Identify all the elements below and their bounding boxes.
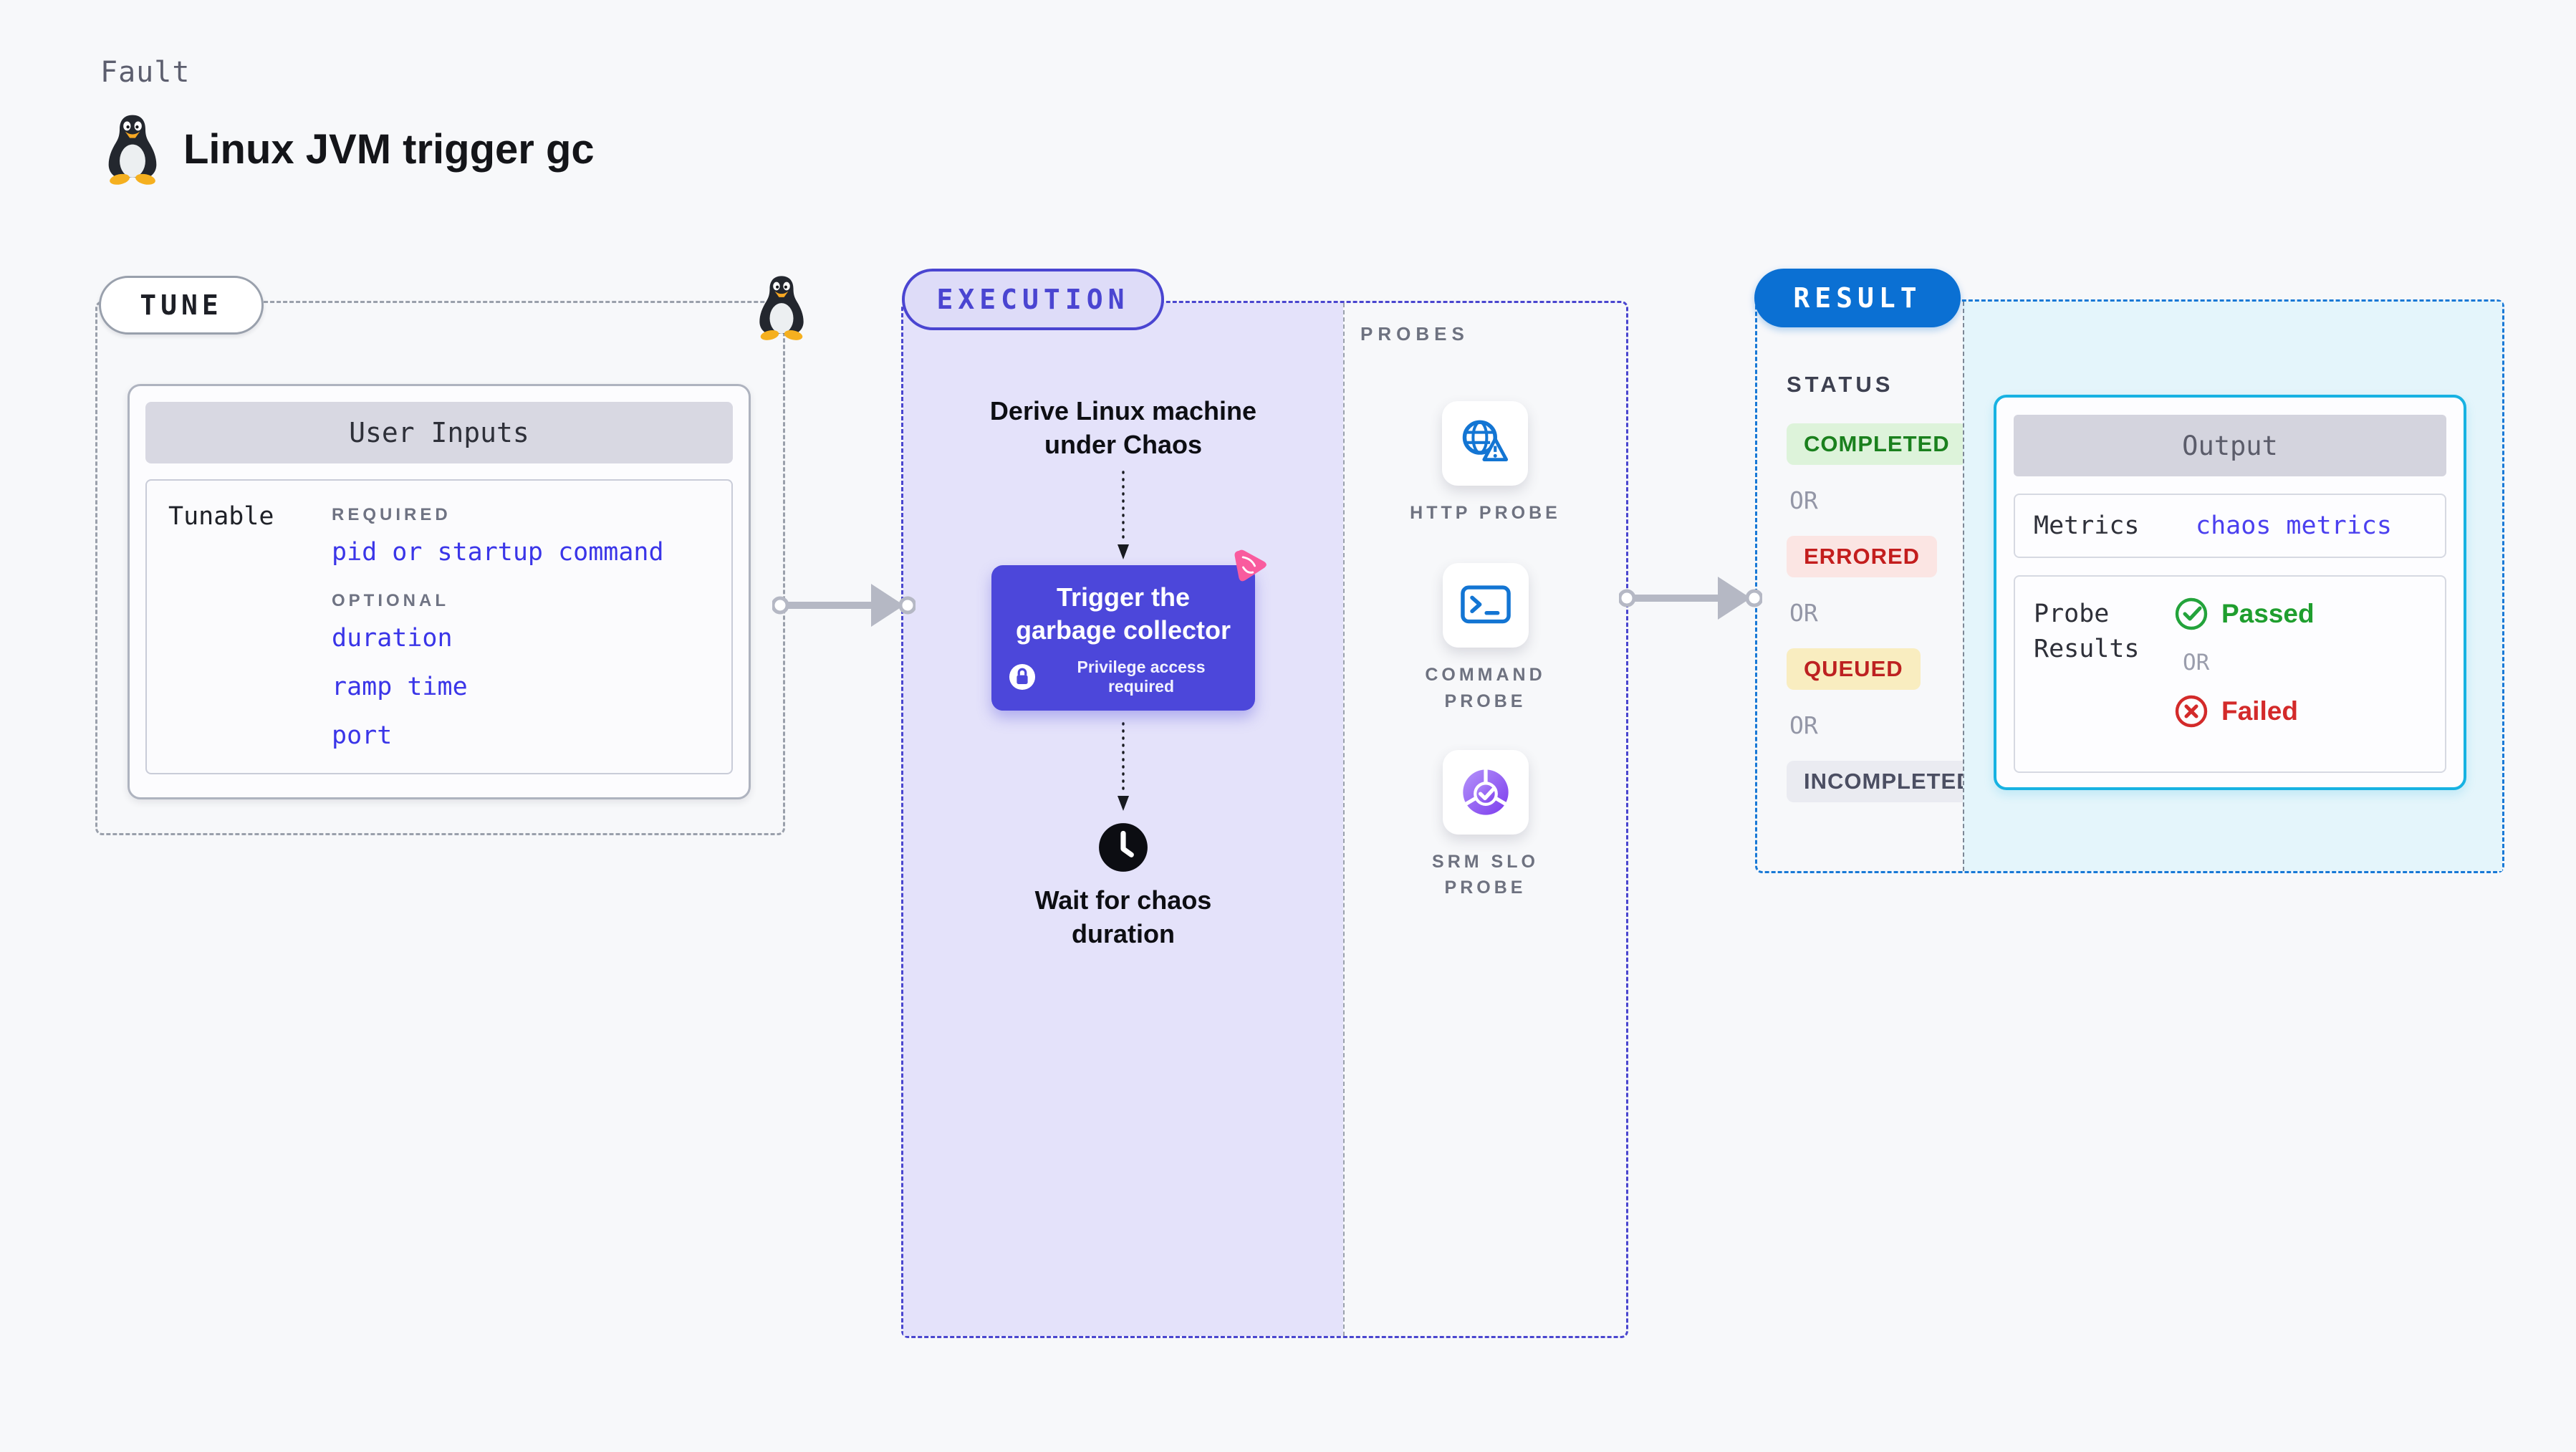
- slo-gauge-icon: [1462, 769, 1509, 815]
- status-column: STATUS COMPLETED OR ERRORED OR QUEUED OR…: [1787, 372, 1991, 802]
- wait-step-label: Wait for chaos duration: [1034, 885, 1212, 948]
- probe-label: SRM SLO PROBE: [1432, 851, 1539, 898]
- or-separator: OR: [1789, 711, 1818, 739]
- status-badge-errored: ERRORED: [1787, 536, 1938, 577]
- optional-label: OPTIONAL: [332, 591, 449, 610]
- user-inputs-body: Tunable REQUIRED pid or startup command …: [145, 479, 733, 774]
- probe-label: COMMAND PROBE: [1425, 665, 1546, 711]
- failed-label: Failed: [2221, 696, 2298, 726]
- probe-item-srm-slo: SRM SLO PROBE: [1396, 749, 1575, 901]
- globe-warning-icon: [1463, 420, 1509, 461]
- output-card: Output Metrics chaos metrics Probe Resul…: [1994, 395, 2466, 790]
- probes-label: PROBES: [1360, 323, 1469, 345]
- optional-item-link[interactable]: duration: [332, 624, 453, 653]
- page-header: Linux JVM trigger gc: [102, 113, 595, 185]
- chaos-arrow-icon: [1234, 549, 1267, 581]
- flow-arrow: [772, 584, 915, 627]
- passed-label: Passed: [2221, 599, 2315, 628]
- page-title: Linux JVM trigger gc: [183, 125, 595, 173]
- probe-label: HTTP PROBE: [1410, 503, 1561, 523]
- tunable-label: Tunable: [168, 502, 274, 531]
- execution-section: EXECUTION Derive Linux machine under Cha…: [901, 269, 1628, 1338]
- linux-penguin-icon: [108, 115, 157, 185]
- fault-kicker-label: Fault: [100, 56, 191, 89]
- user-inputs-header: User Inputs: [145, 402, 733, 463]
- dotted-arrow-icon: [1118, 722, 1129, 812]
- status-badge-queued: QUEUED: [1787, 648, 1921, 690]
- failed-result: Failed: [2174, 694, 2298, 729]
- result-pill: RESULT: [1754, 269, 1961, 327]
- optional-item-link[interactable]: ramp time: [332, 673, 468, 701]
- output-header: Output: [2014, 415, 2446, 476]
- tune-section: TUNE User Inputs Tunable REQUIRED pid or…: [95, 276, 804, 835]
- output-panel: Output Metrics chaos metrics Probe Resul…: [1963, 302, 2502, 871]
- or-separator: OR: [1789, 599, 1818, 627]
- linux-penguin-icon: [759, 276, 804, 340]
- result-section: RESULT STATUS COMPLETED OR ERRORED OR QU…: [1754, 269, 2504, 873]
- flow-arrow: [1619, 577, 1762, 620]
- probe-card-command[interactable]: [1442, 563, 1529, 648]
- probe-card-http[interactable]: [1442, 401, 1529, 486]
- x-circle-icon: [2175, 695, 2208, 728]
- or-separator: OR: [1789, 486, 1818, 514]
- terminal-icon: [1460, 585, 1511, 624]
- probes-panel: PROBES HTTP PROBE: [1343, 303, 1626, 1336]
- metrics-label: Metrics: [2034, 511, 2140, 540]
- tune-pill: TUNE: [99, 276, 264, 335]
- or-separator: OR: [2183, 650, 2210, 675]
- trigger-gc-label: Trigger the garbage collector: [1015, 582, 1231, 645]
- dotted-arrow-icon: [1118, 470, 1129, 559]
- user-inputs-card: User Inputs Tunable REQUIRED pid or star…: [128, 384, 751, 799]
- optional-item-link[interactable]: port: [332, 721, 393, 750]
- privilege-note: Privilege access required: [1077, 658, 1206, 696]
- passed-result: Passed: [2174, 597, 2315, 631]
- probe-results-row: Probe Results Passed OR: [2014, 575, 2446, 773]
- probe-results-label: Probe Results: [2034, 600, 2140, 663]
- metrics-row: Metrics chaos metrics: [2014, 494, 2446, 558]
- execution-pill: EXECUTION: [902, 269, 1164, 330]
- status-badge-incompleted: INCOMPLETED: [1787, 761, 1991, 802]
- lock-icon: [1009, 664, 1036, 691]
- metrics-value-link[interactable]: chaos metrics: [2196, 511, 2392, 540]
- probe-card-srm-slo[interactable]: [1442, 749, 1529, 835]
- required-item-link[interactable]: pid or startup command: [332, 538, 664, 567]
- derive-step-label: Derive Linux machine under Chaos: [989, 396, 1257, 459]
- probe-item-http: HTTP PROBE: [1410, 401, 1561, 526]
- required-label: REQUIRED: [332, 505, 451, 524]
- status-badge-completed: COMPLETED: [1787, 423, 1967, 465]
- trigger-gc-button[interactable]: Trigger the garbage collector Privilege …: [991, 549, 1267, 711]
- status-label: STATUS: [1787, 372, 1894, 397]
- probe-item-command: COMMAND PROBE: [1396, 563, 1575, 714]
- execution-flow-panel: Derive Linux machine under Chaos Trigger…: [903, 303, 1343, 1336]
- check-circle-icon: [2175, 597, 2208, 630]
- clock-icon: [1099, 823, 1148, 872]
